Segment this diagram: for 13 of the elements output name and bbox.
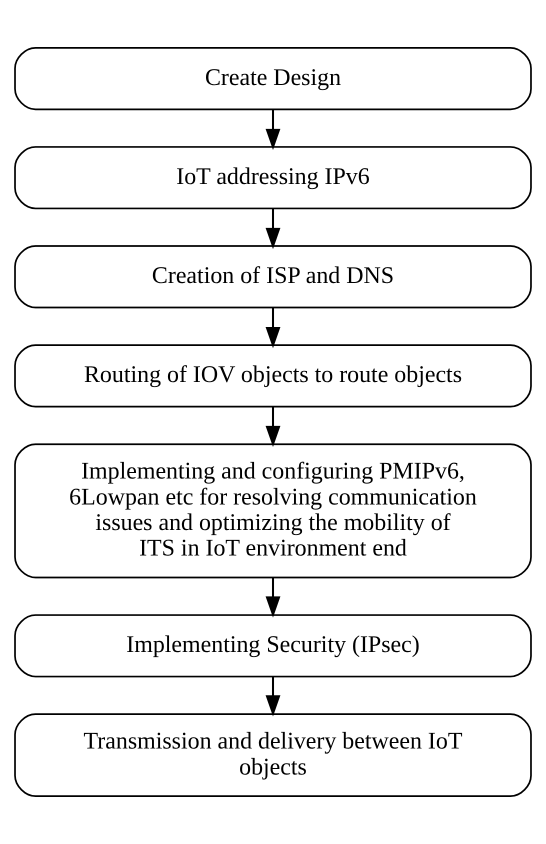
node-box: Creation of ISP and DNS (14, 245, 532, 308)
node-box: Transmission and delivery between IoT objects (14, 713, 532, 798)
arrow (266, 406, 280, 448)
arrow (266, 677, 280, 717)
node-box: Create Design (14, 46, 532, 110)
arrow (266, 578, 280, 618)
node-box: IoT addressing IPv6 (14, 146, 532, 210)
node-box: Implementing and configuring PMIPv6, 6Lowpan etc for resolving communication issues and optimizing the mobility of ITS in IoT environment end (14, 443, 532, 578)
node-box: Implementing Security (IPsec) (14, 614, 532, 678)
arrow (266, 110, 280, 150)
node-box: Routing of IOV objects to route objects (14, 344, 532, 408)
arrow (266, 208, 280, 250)
arrow (266, 308, 280, 348)
